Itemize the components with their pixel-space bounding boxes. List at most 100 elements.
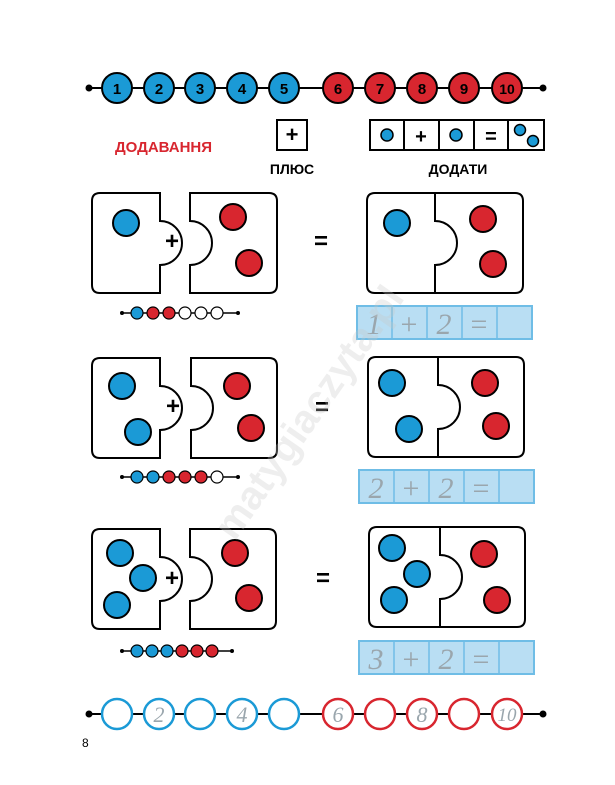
- number-bead-9: 9: [448, 72, 480, 104]
- svg-text:3: 3: [196, 81, 204, 98]
- bead-counter: [120, 644, 234, 658]
- red-dot: [483, 586, 511, 614]
- bead-red: [190, 644, 204, 658]
- number-bead-6: 6: [322, 72, 354, 104]
- svg-text:5: 5: [280, 81, 288, 98]
- bead-blue: [130, 644, 144, 658]
- svg-text:2: 2: [154, 702, 165, 727]
- plus-operator: +: [166, 393, 180, 420]
- empty-bead: [267, 697, 301, 731]
- page-title: ДОДАВАННЯ: [115, 139, 212, 156]
- blue-dot: [129, 564, 157, 592]
- example-dot: [380, 128, 394, 142]
- empty-bead: [447, 697, 481, 731]
- red-dot: [235, 584, 263, 612]
- number-bead-2: 2: [143, 72, 175, 104]
- example-dot: [449, 128, 463, 142]
- svg-text:6: 6: [334, 81, 342, 98]
- blue-dot: [108, 372, 136, 400]
- trace-bead-6: 6: [321, 697, 355, 731]
- trace-operator: +: [403, 643, 420, 676]
- empty-bead: [363, 697, 397, 731]
- puzzle-joined: [367, 356, 525, 458]
- red-dot: [223, 372, 251, 400]
- trace-bead-2: 2: [142, 697, 176, 731]
- bead-blue: [145, 644, 159, 658]
- red-dot: [221, 539, 249, 567]
- red-dot: [469, 205, 497, 233]
- trace-strip: 3 + 2 =: [358, 640, 535, 676]
- bead-red: [205, 644, 219, 658]
- empty-bead: [183, 697, 217, 731]
- puzzle-right-piece: [190, 357, 278, 459]
- blue-dot: [383, 209, 411, 237]
- blue-dot: [103, 591, 131, 619]
- trace-digit: 2: [437, 308, 452, 341]
- puzzle-joined: [366, 192, 524, 294]
- page-number: 8: [82, 736, 89, 750]
- bead-blue: [146, 470, 160, 484]
- bead-empty: [210, 306, 224, 320]
- puzzle-left-piece: [91, 192, 183, 294]
- svg-text:2: 2: [155, 81, 163, 98]
- add-label: ДОДАТИ: [429, 161, 488, 177]
- plus-label: ПЛЮС: [270, 161, 314, 177]
- red-dot: [470, 540, 498, 568]
- number-bead-4: 4: [226, 72, 258, 104]
- bottom-number-line: 2 4 6 8 10: [85, 697, 547, 731]
- svg-text:8: 8: [417, 702, 428, 727]
- number-bead-8: 8: [406, 72, 438, 104]
- svg-text:8: 8: [418, 81, 426, 98]
- svg-text:10: 10: [499, 81, 515, 97]
- red-dot: [471, 369, 499, 397]
- example-equals: =: [485, 126, 497, 148]
- trace-operator: +: [403, 472, 420, 505]
- trace-operator: +: [401, 308, 418, 341]
- bead-empty: [210, 470, 224, 484]
- number-bead-1: 1: [101, 72, 133, 104]
- puzzle-left-piece: [91, 357, 183, 459]
- trace-bead-8: 8: [405, 697, 439, 731]
- bead-blue: [160, 644, 174, 658]
- exercise-3: + =: [91, 526, 535, 676]
- trace-digit: 3: [368, 643, 384, 676]
- example-dot: [513, 123, 527, 137]
- svg-text:4: 4: [238, 81, 247, 98]
- bead-red: [175, 644, 189, 658]
- bead-red: [146, 306, 160, 320]
- plus-symbol: +: [286, 122, 299, 147]
- plus-operator: +: [165, 565, 179, 592]
- blue-dot: [112, 209, 140, 237]
- plus-symbol-box: [276, 119, 308, 151]
- exercise-2: + =: [91, 356, 535, 505]
- equals-sign: =: [314, 228, 328, 255]
- trace-equals: =: [473, 472, 490, 505]
- trace-strip: 2 + 2 =: [358, 469, 535, 505]
- blue-dot: [380, 586, 408, 614]
- blue-dot: [378, 534, 406, 562]
- red-dot: [237, 414, 265, 442]
- trace-bead-10: 10: [490, 697, 524, 731]
- trace-equals: =: [473, 643, 490, 676]
- trace-equals: =: [471, 308, 488, 341]
- svg-text:6: 6: [333, 702, 344, 727]
- red-dot: [235, 249, 263, 277]
- red-dot: [479, 250, 507, 278]
- empty-bead: [100, 697, 134, 731]
- addition-example-strip: + =: [369, 119, 545, 151]
- bead-red: [162, 470, 176, 484]
- trace-digit: 2: [439, 472, 454, 505]
- bead-counter: [120, 306, 240, 320]
- trace-digit: 2: [369, 472, 384, 505]
- number-bead-7: 7: [364, 72, 396, 104]
- bead-red: [194, 470, 208, 484]
- bead-red: [178, 470, 192, 484]
- puzzle-joined: [368, 526, 526, 628]
- equals-sign: =: [315, 394, 329, 421]
- bead-blue: [130, 306, 144, 320]
- puzzle-right-piece: [189, 528, 277, 630]
- blue-dot: [378, 369, 406, 397]
- bead-counter: [120, 470, 240, 484]
- bead-empty: [194, 306, 208, 320]
